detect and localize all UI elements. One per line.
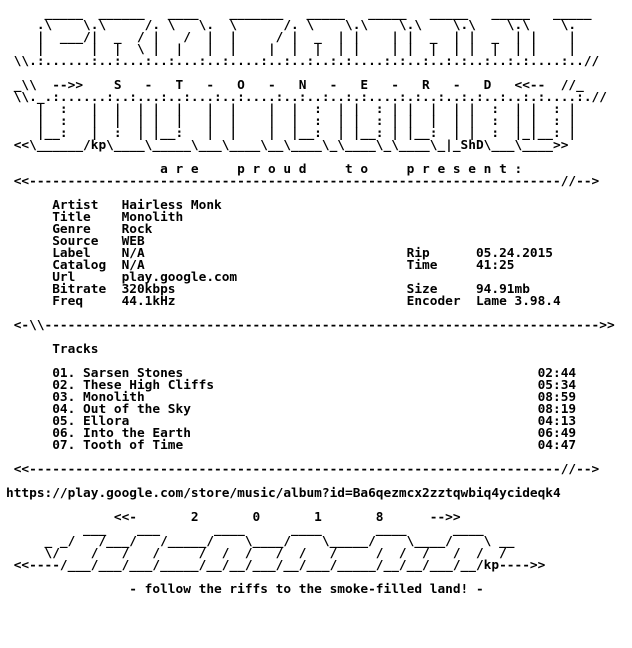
footer-art-line: \/ / / / / / / / / / / / / / / / [6,546,507,561]
info-row: Title Monolith [6,210,407,225]
blank-line [6,332,632,344]
divider-mid: <-\\------------------------------------… [6,318,615,333]
info-row: Label N/A Rip 05.24.2015 [6,246,554,261]
track-row: 01. Sarsen Stones 02:44 [6,366,577,381]
info-row: Freq 44.1kHz Encoder Lame 3.98.4 [6,294,561,309]
footer-art-line: ___ ___ ____ ____ ____ ____ [6,522,484,537]
footer-art-line: <<----/___/___/___/_____/__/__/___/__/__… [6,558,546,573]
footer-art-line: <<- 2 0 1 8 -->> [6,510,461,525]
present-line: a r e p r o u d t o p r e s e n t : [6,162,523,177]
divider-bottom: <<--------------------------------------… [6,462,600,477]
nfo-text: _____ ______ ____ _______ _____ _____ __… [6,6,632,597]
info-row: Url play.google.com [6,270,407,285]
track-row: 05. Ellora 04:13 [6,414,577,429]
header-art-line: \\.:......:..:...:..:...:..:....:..:..:.… [6,54,600,69]
info-row: Source WEB [6,234,407,249]
album-url: https://play.google.com/store/music/albu… [6,486,561,501]
header-art-line: .\ \.\ /. \ \. \ /. \ \.\ \.\ \.\ \.\ \. [6,18,577,33]
info-row: Artist Hairless Monk [6,198,407,213]
tracks-heading: Tracks [6,342,99,357]
footer-art-line: _ _/ /___/ /_____/ \____/ \_____/ \____/… [6,534,515,549]
info-row: Bitrate 320kbps Size 94.91mb [6,282,530,297]
header-art-line: |__: | : | |__: | | | |__: | |__: | |__:… [6,126,577,141]
header-art-line: | : | | | | | | | | | : | | : | | | | | … [6,114,577,129]
info-row: Catalog N/A Time 41:25 [6,258,515,273]
track-row: 07. Tooth of Time 04:47 [6,438,577,453]
header-art-line: _____ ______ ____ _______ _____ _____ __… [6,6,592,21]
header-art-line: | ___/| _ / | / | | / | _ | | | | _ | | … [6,30,577,45]
track-row: 04. Out of the Sky 08:19 [6,402,577,417]
track-row: 03. Monolith 08:59 [6,390,577,405]
track-row: 06. Into the Earth 06:49 [6,426,577,441]
divider-top: <<--------------------------------------… [6,174,600,189]
track-row: 02. These High Cliffs 05:34 [6,378,577,393]
header-art-line: _\\ -->> S - T - O - N - E - R - D <<-- … [6,78,584,93]
header-art-line: <<\______/kp\____\_____\___\____\__\____… [6,138,569,153]
header-art-line: | : | | | | | | | | | : | | : | | | | | … [6,102,577,117]
header-art-line: | | | \ | | | | | | | | | | | | | | | | … [6,42,577,57]
tagline: - follow the riffs to the smoke-filled l… [6,582,484,597]
info-row: Genre Rock [6,222,407,237]
header-art-line: \\._.:......:..:...:..:...:..:....:..:..… [6,90,607,105]
